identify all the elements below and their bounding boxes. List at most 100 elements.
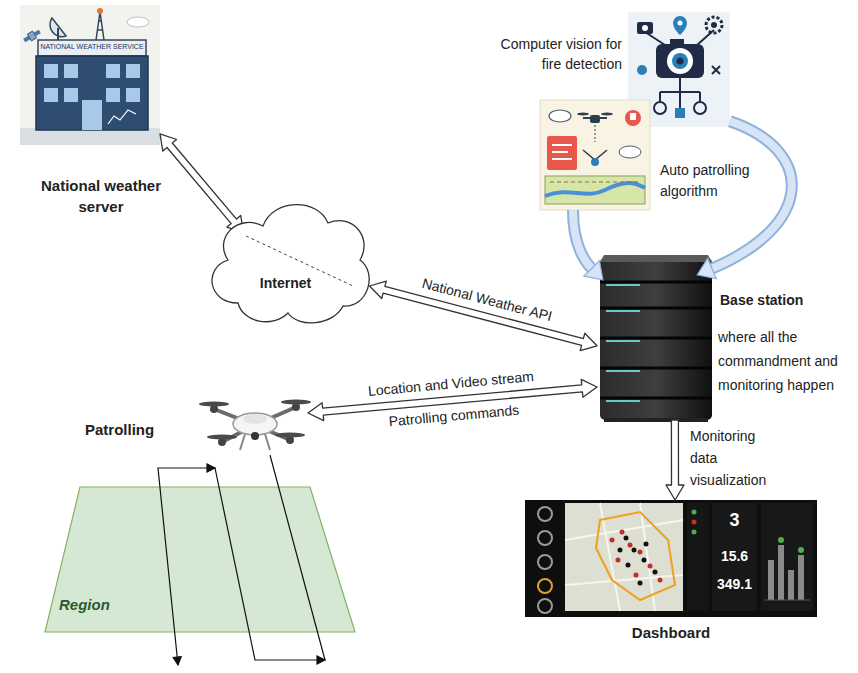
dashboard-screenshot: [658, 578, 663, 583]
dashboard-screenshot: [538, 507, 552, 613]
dashboard-screenshot: [798, 547, 804, 553]
dashboard-value: 3: [712, 510, 757, 532]
drone-illustration: [199, 402, 229, 407]
dashboard-screenshot: [761, 503, 813, 611]
base-station-server: [600, 281, 712, 284]
auto-patrolling-icon: [595, 125, 596, 142]
flow-arrow: [573, 210, 592, 268]
dashboard-screenshot: [538, 507, 552, 521]
drone-illustration: [199, 400, 311, 451]
vision-module-node: Computer vision for fire detection: [628, 12, 730, 127]
dashboard-screenshot: [616, 558, 621, 563]
auto-patrolling-icon: [552, 145, 572, 159]
computer-vision-icon: [706, 17, 722, 33]
dashboard-screenshot: [538, 599, 552, 613]
drone-illustration: [281, 400, 311, 405]
computer-vision-icon: [675, 108, 685, 118]
base-station-server: [606, 370, 640, 372]
dashboard-screenshot: [768, 560, 774, 600]
flow-arrow: [712, 121, 792, 268]
dashboard-screenshot: [538, 555, 552, 569]
dashboard-screenshot: [610, 530, 663, 583]
weather-building-illustration: [127, 17, 149, 27]
dashboard-screenshot: [565, 503, 683, 611]
node-description: where all the commandment and monitoring…: [718, 325, 853, 397]
dashboard-screenshot: [692, 520, 697, 525]
dashboard-screenshot: [788, 570, 794, 600]
double-arrow: [160, 134, 244, 233]
dashboard-screenshot: [565, 503, 683, 611]
weather-building-illustration: [34, 30, 41, 36]
weather-building-illustration: [57, 28, 59, 40]
computer-vision-icon: [694, 102, 706, 114]
auto-patrolling-icon: [630, 113, 636, 120]
edge-label: Location and Video stream: [365, 368, 536, 400]
computer-vision-icon: [637, 22, 653, 34]
computer-vision-icon: [712, 66, 720, 74]
flow-arrow: [712, 121, 792, 268]
base-station-server: [606, 310, 640, 312]
weather-building-illustration: [97, 8, 103, 14]
base-station-server: [600, 397, 712, 400]
base-station-server: [600, 337, 712, 340]
region-label: Region: [59, 595, 139, 615]
weather-building-illustration: [20, 5, 160, 145]
dashboard-screenshot: [638, 550, 643, 555]
weather-building-illustration: [44, 64, 58, 78]
cloud-outline: [212, 205, 369, 323]
weather-server-node: National weather server: [20, 5, 160, 145]
computer-vision-icon: [673, 16, 687, 35]
drone-illustration: [243, 414, 267, 424]
auto-patrolling-icon: [590, 115, 600, 123]
base-station-server: [606, 285, 640, 401]
computer-vision-icon: [677, 58, 684, 65]
edge-label: Patrolling commands: [386, 401, 522, 430]
arrowhead: [697, 258, 716, 278]
weather-building-illustration: [108, 110, 136, 124]
dashboard-screenshot: [692, 510, 697, 515]
base-station-server: [600, 255, 712, 262]
dashboard-screenshot: [538, 531, 552, 545]
dashboard-screenshot: [525, 500, 817, 617]
double-arrow: [666, 420, 684, 500]
auto-patrolling-icon: [550, 182, 640, 183]
base-station-server: [600, 255, 712, 422]
weather-building-illustration: [106, 88, 120, 102]
edge-label: National Weather API: [419, 275, 556, 326]
computer-vision-icon: [654, 102, 666, 114]
auto-patrolling-icon: [549, 110, 571, 122]
drone-illustration: [275, 433, 305, 438]
computer-vision-icon: [672, 53, 688, 69]
weather-building-illustration: [36, 56, 148, 130]
weather-building-illustration: [126, 64, 140, 78]
auto-patrolling-icon: [545, 176, 645, 204]
dashboard-value: 15.6: [712, 548, 757, 565]
auto-patrolling-icon: [601, 113, 613, 116]
connector: [697, 121, 791, 278]
dashboard-screenshot: [624, 536, 629, 541]
auto-patrolling-icon: [619, 146, 641, 158]
dashboard-screenshot: [687, 503, 709, 611]
node-caption: Auto patrolling algorithm: [660, 160, 765, 202]
drone-node: Patrolling: [200, 398, 308, 458]
computer-vision-icon: [660, 78, 700, 108]
drone-illustration: [233, 413, 277, 435]
arrowhead: [317, 656, 325, 664]
computer-vision-icon: [678, 21, 683, 26]
cloud-outline: [198, 188, 373, 328]
dashboard-screenshot: [712, 503, 757, 611]
arrowhead: [207, 464, 215, 472]
dashboard-screenshot: [778, 537, 784, 543]
node-heading: Patrolling: [85, 420, 185, 440]
connector: [160, 134, 244, 233]
weather-building-illustration: [82, 100, 102, 130]
computer-vision-icon: [711, 22, 717, 28]
dashboard-screenshot: [642, 558, 647, 563]
arrowhead: [584, 261, 603, 280]
dashboard-screenshot: [620, 530, 625, 535]
auto-patrolling-icon: [547, 136, 577, 170]
weather-building-illustration: [20, 5, 160, 145]
dashboard-node: Dashboard: [525, 500, 817, 617]
computer-vision-icon: [656, 44, 704, 78]
base-station-server: [600, 282, 712, 398]
